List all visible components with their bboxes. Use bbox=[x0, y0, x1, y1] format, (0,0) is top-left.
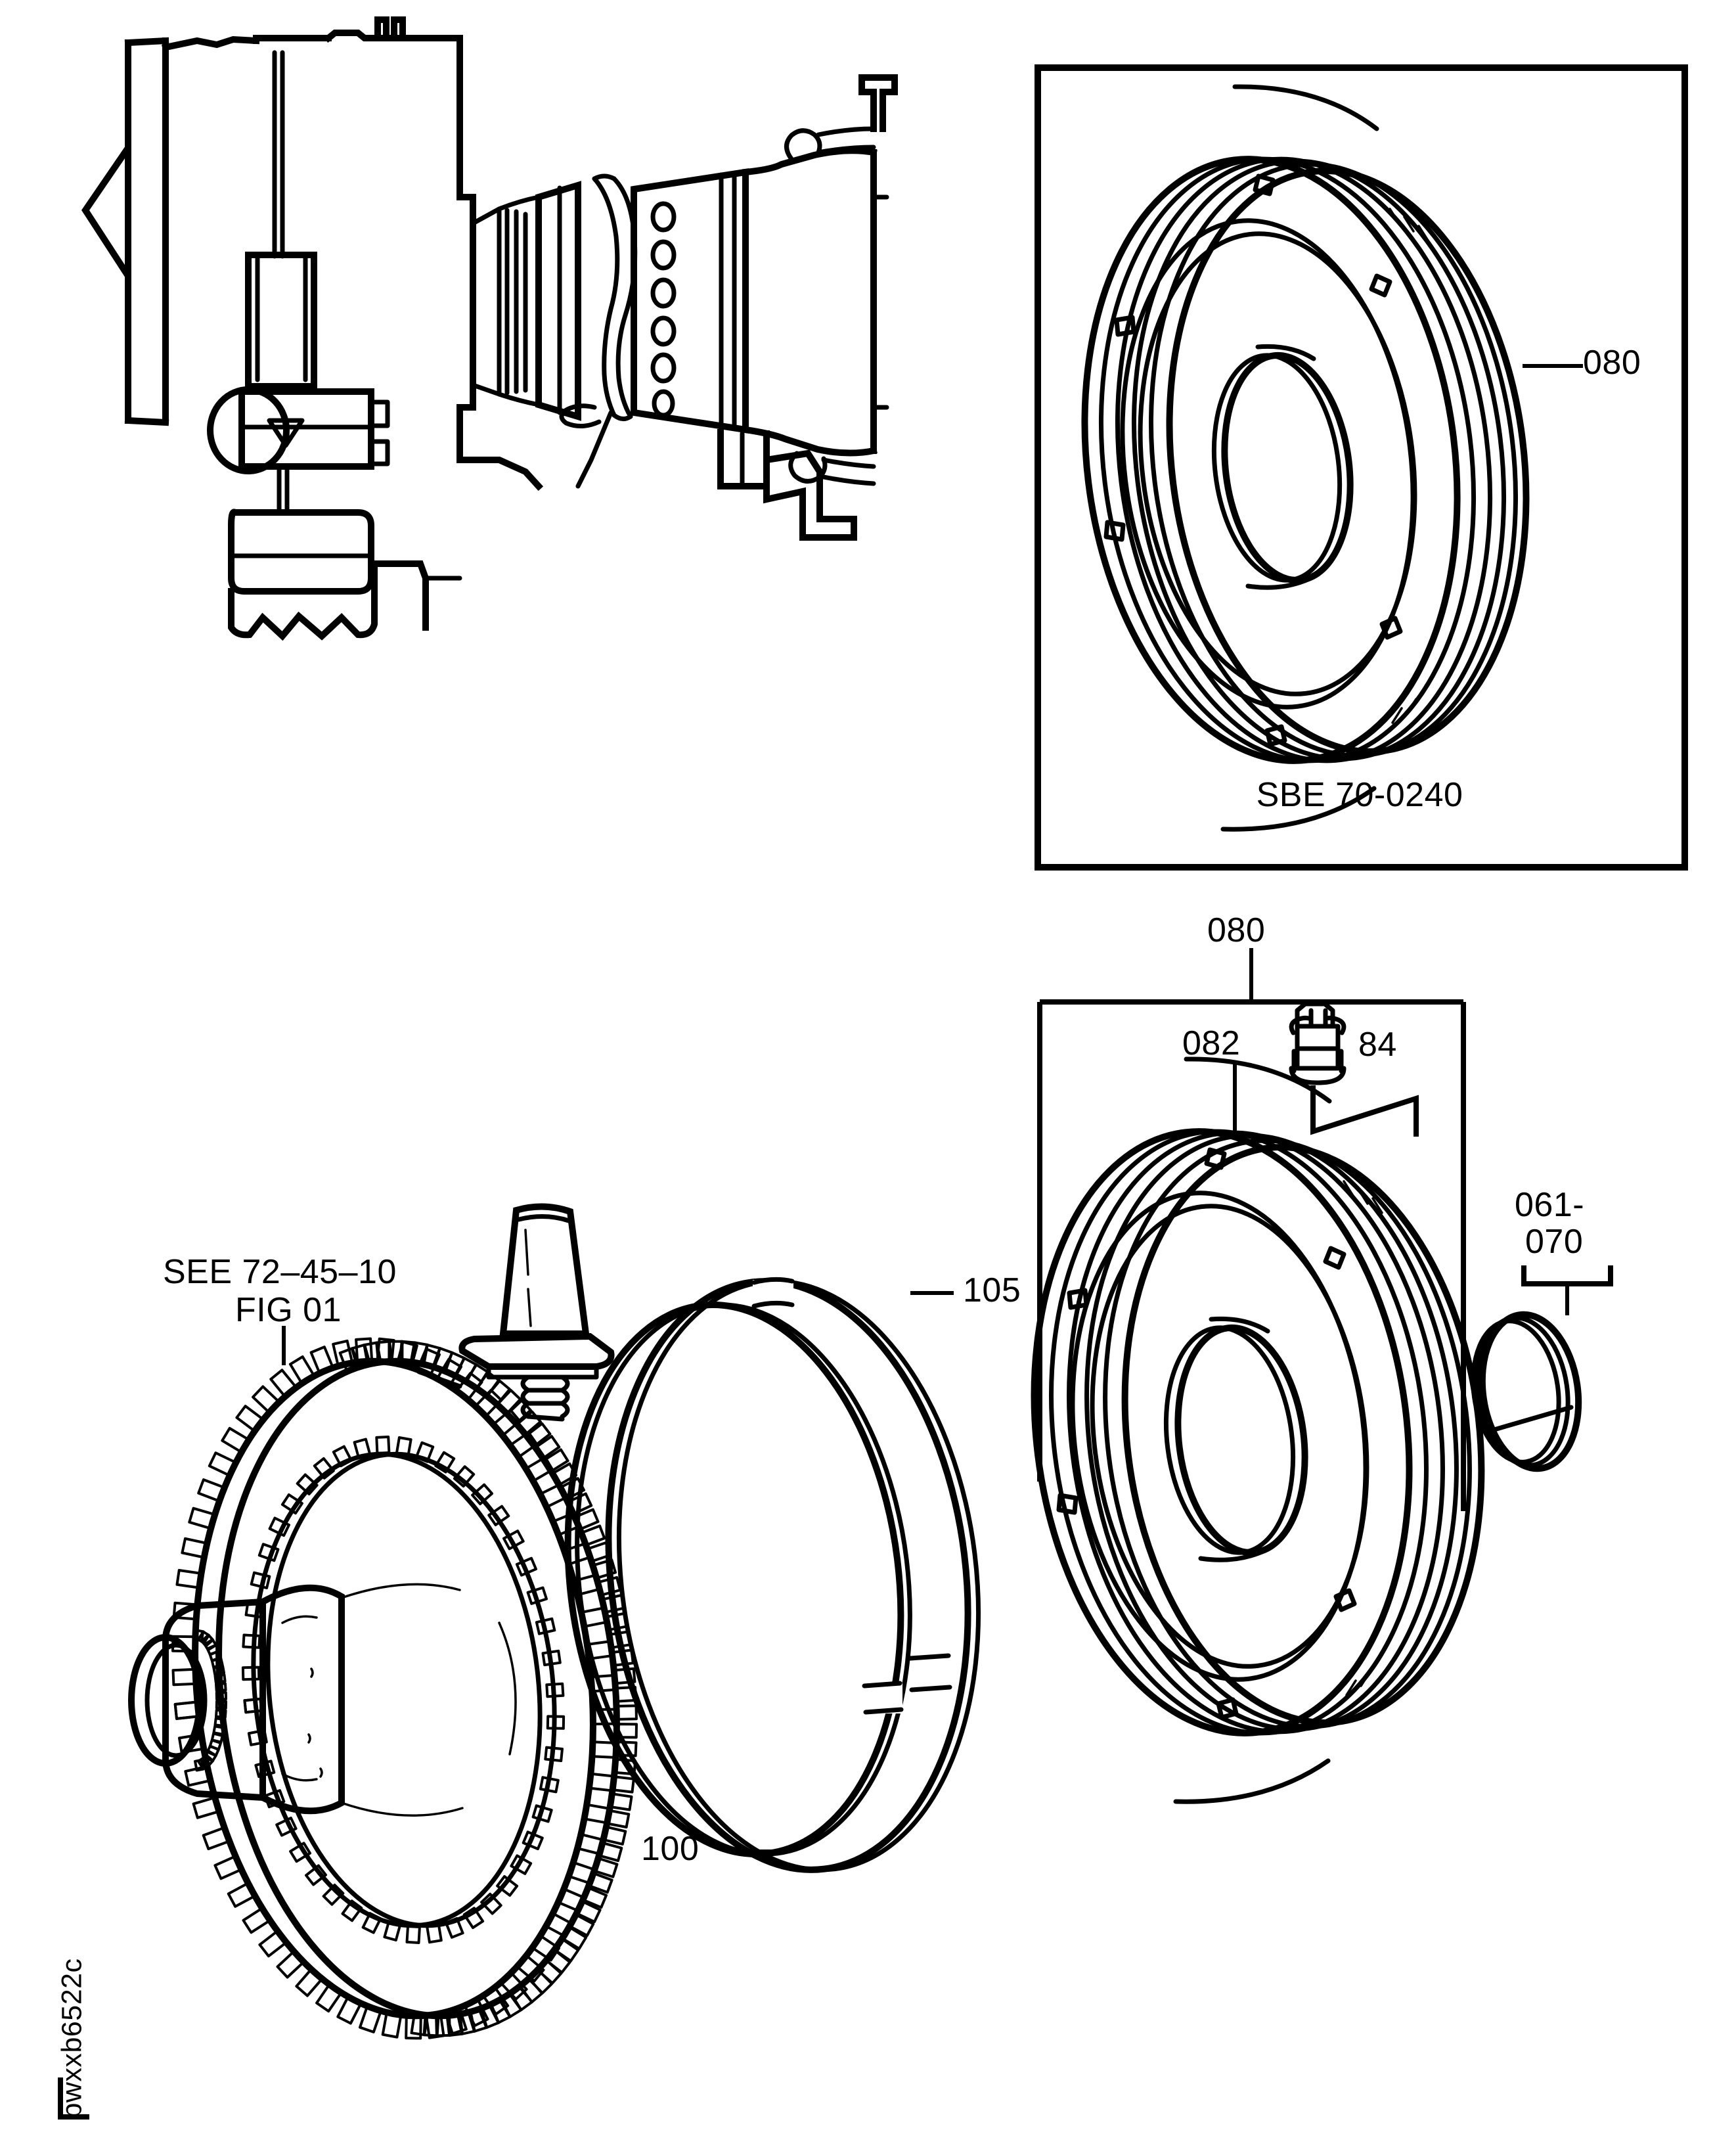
turbine-rotor-disc-drawing bbox=[128, 1337, 638, 2040]
page-id-text: pwxxb6522c bbox=[56, 1958, 88, 2119]
callout-see-reference-line2: FIG 01 bbox=[235, 1291, 342, 1329]
page-id-corner-bracket bbox=[58, 2077, 89, 2120]
callout-100: 100 bbox=[641, 1830, 700, 1868]
labyrinth-seal-ring-drawing bbox=[1031, 1056, 1485, 1804]
inset-caption-sbe: SBE 70-0240 bbox=[1256, 776, 1463, 814]
inset-box-border bbox=[1035, 64, 1688, 871]
inset-seal-ring-drawing bbox=[1081, 84, 1530, 832]
retaining-nut-icon bbox=[1289, 1001, 1347, 1085]
callout-061-070-line1: 061- bbox=[1515, 1186, 1585, 1224]
blade-teeth-ring bbox=[171, 1337, 638, 2040]
surface-hatch-ticks-2 bbox=[1343, 1180, 1383, 1696]
page-id-block: pwxxb6522c bbox=[55, 1883, 89, 2120]
engine-profile-group bbox=[81, 16, 898, 641]
callout-061-070-line2: 070 bbox=[1525, 1223, 1584, 1261]
turbine-blade-drawing bbox=[416, 1203, 615, 1422]
surface-hatch-ticks bbox=[1389, 208, 1429, 724]
leader-84 bbox=[1310, 1085, 1419, 1137]
fuel-nozzle-bosses bbox=[650, 201, 677, 418]
callout-080-inset: 080 bbox=[1583, 344, 1641, 382]
callout-84: 84 bbox=[1358, 1026, 1397, 1064]
hub-spline-teeth bbox=[194, 1629, 227, 1772]
callout-see-reference-line1: SEE 72–45–10 bbox=[163, 1253, 397, 1291]
callout-080-bracket: 080 bbox=[1207, 911, 1266, 949]
lower-right-assembly-group bbox=[1031, 948, 1613, 1804]
callout-105: 105 bbox=[963, 1271, 1021, 1309]
lower-left-assembly-group bbox=[128, 1203, 981, 2040]
callout-082: 082 bbox=[1182, 1024, 1241, 1062]
small-seal-ring-drawing bbox=[1471, 1311, 1582, 1472]
bracket-061-070 bbox=[1521, 1265, 1613, 1286]
inset-box-group bbox=[1035, 64, 1688, 871]
